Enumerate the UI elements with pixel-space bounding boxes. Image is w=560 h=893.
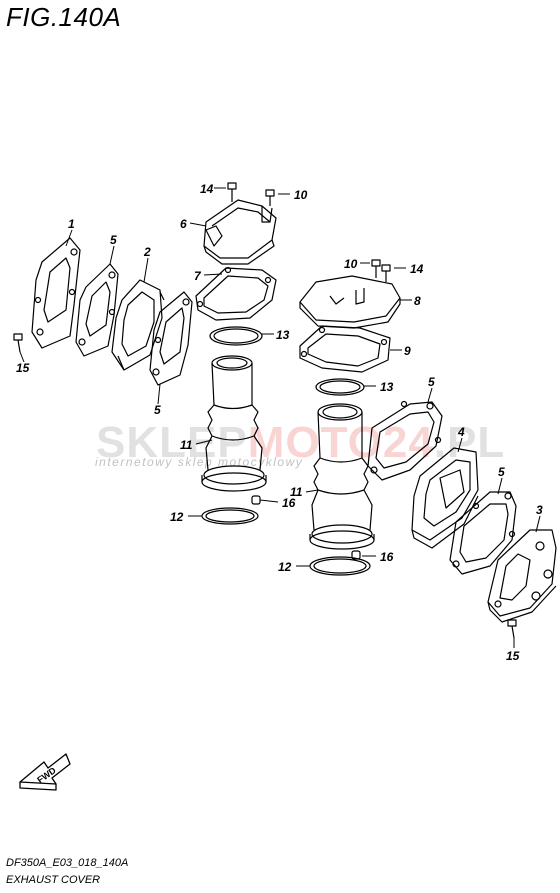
part-4-cover-right	[411, 447, 479, 549]
part-5-gasket-left	[75, 263, 119, 357]
part-8-top-cover-right	[299, 275, 401, 329]
figure-code: DF350A_E03_018_140A	[6, 857, 129, 869]
callout-label: 10	[344, 257, 358, 271]
bolt-14-right	[381, 264, 391, 282]
callout-label: 14	[200, 182, 214, 196]
part-13-oring-left	[209, 326, 263, 346]
part-13-oring-right	[315, 378, 365, 396]
bolt-10-right	[371, 259, 381, 278]
callout-label: 12	[278, 560, 292, 574]
callout-label: 5	[498, 465, 505, 479]
figure-title: FIG.140A	[6, 2, 122, 32]
fwd-arrow	[19, 753, 71, 791]
callout-label: 12	[170, 510, 184, 524]
bolt-14-top	[227, 182, 237, 202]
watermark-subtitle: internetowy sklep motocyklowy	[95, 455, 304, 469]
callout-label: 5	[428, 375, 435, 389]
part-6-top-cover	[203, 199, 277, 265]
callout-label: 13	[380, 380, 394, 394]
part-3-cover-right	[487, 529, 557, 623]
part-11-tube-left	[201, 355, 267, 492]
callout-label: 2	[143, 245, 151, 259]
part-9-gasket-right	[299, 325, 391, 373]
callout-label: 10	[294, 188, 308, 202]
part-12-oring-right	[309, 556, 371, 576]
callout-label: 7	[194, 269, 202, 283]
part-5-gasket-left-2	[149, 291, 193, 386]
callout-label: 15	[16, 361, 30, 375]
callout-label: 11	[180, 438, 193, 452]
part-7-gasket	[195, 266, 277, 321]
callout-label: 5	[110, 233, 117, 247]
callout-label: 5	[154, 403, 161, 417]
figure-name: EXHAUST COVER	[6, 874, 101, 886]
bolt-10-top	[265, 189, 275, 206]
callout-label: 6	[180, 217, 187, 231]
part-5-gasket-right-2	[449, 491, 517, 575]
part-16-plug-left	[251, 495, 261, 505]
callout-label: 3	[536, 503, 543, 517]
callout-label: 15	[506, 649, 520, 663]
callout-label: 16	[282, 496, 296, 510]
part-2-cover	[111, 279, 165, 371]
watermark-logo: SKLEPMOTO24.PL	[96, 418, 506, 467]
part-11-tube-right	[309, 403, 375, 550]
part-16-plug-right	[351, 550, 361, 560]
callout-label: 8	[414, 294, 421, 308]
callout-label: 16	[380, 550, 394, 564]
part-1-gasket	[31, 237, 81, 349]
callout-label: 1	[68, 217, 75, 231]
callout-label: 4	[457, 425, 465, 439]
bolt-15-right	[507, 619, 517, 639]
callout-label: 9	[404, 344, 411, 358]
callout-labels: 14 10 6 7 1 5 2 10 14 8 13 9 15 5 13 5 1…	[16, 182, 543, 663]
callout-label: 11	[290, 485, 303, 499]
callout-label: 14	[410, 262, 424, 276]
part-5-gasket-right-1	[367, 400, 443, 481]
bolt-15-left	[13, 333, 23, 353]
callout-label: 13	[276, 328, 290, 342]
leader-lines	[19, 187, 541, 648]
